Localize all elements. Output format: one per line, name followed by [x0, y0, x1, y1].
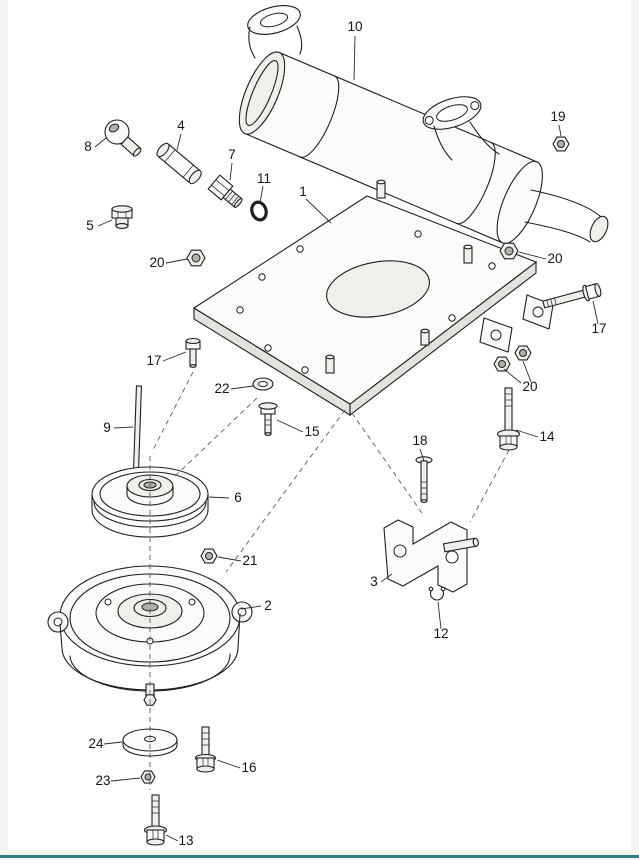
washer-24-shape	[122, 728, 178, 757]
callout-label-5: 5	[86, 218, 94, 233]
callout-label-17-left: 17	[146, 353, 161, 368]
nut-23-shape	[140, 770, 156, 784]
o-ring-shape	[250, 200, 268, 222]
callout-label-10: 10	[347, 19, 362, 34]
washer-22-shape	[252, 377, 274, 391]
bolt-13-shape	[143, 794, 168, 846]
callout-label-9: 9	[103, 420, 111, 435]
callout-label-20-lower-right: 20	[522, 379, 537, 394]
callout-label-23: 23	[95, 773, 110, 788]
callout-label-20-left: 20	[149, 255, 164, 270]
callout-label-2: 2	[264, 598, 272, 613]
callout-label-20-right: 20	[547, 251, 562, 266]
callout-label-22: 22	[214, 381, 229, 396]
callout-label-6: 6	[234, 490, 242, 505]
ball-joint-fitting-shape	[104, 119, 142, 157]
muffler-shape	[238, 5, 609, 244]
callout-label-21: 21	[242, 553, 257, 568]
nut-20-lower-right-shape	[493, 345, 532, 372]
exploded-parts-diagram: 10 19 8 4 7 11 5 1 20 20 20 17 17 22 15 …	[47, 5, 609, 848]
callout-label-8: 8	[84, 139, 92, 154]
spacer-tube-shape	[156, 142, 202, 185]
callout-label-18: 18	[412, 433, 427, 448]
callout-label-13: 13	[178, 833, 193, 848]
callout-label-3: 3	[370, 574, 378, 589]
callout-leader-lines	[94, 35, 599, 842]
stud-shape	[325, 179, 473, 374]
callout-label-16: 16	[241, 760, 256, 775]
bolt-16-shape	[194, 726, 217, 773]
callout-label-7: 7	[228, 147, 236, 162]
bolt-18-shape	[415, 456, 433, 503]
callout-label-1: 1	[299, 184, 307, 199]
clip-12-shape	[428, 586, 446, 601]
nut-21-shape	[200, 548, 218, 564]
nut-20-left-shape	[186, 249, 206, 267]
nut-20-right-shape	[499, 242, 519, 260]
bolt-15-shape	[258, 402, 278, 436]
callout-label-12: 12	[433, 626, 448, 641]
dashed-guide-lines	[149, 371, 510, 790]
bolt-17-left-shape	[185, 337, 201, 368]
footer-divider	[0, 855, 639, 858]
callout-label-14: 14	[539, 429, 555, 444]
mounting-plate-shape	[192, 179, 554, 417]
callout-label-4: 4	[177, 118, 185, 133]
bolt-17-right-shape	[542, 283, 602, 309]
callout-label-19: 19	[550, 109, 565, 124]
threaded-fitting-shape	[207, 174, 243, 208]
callout-labels: 10 19 8 4 7 11 5 1 20 20 20 17 17 22 15 …	[84, 19, 606, 848]
callout-label-15: 15	[304, 424, 319, 439]
plug-shape	[111, 205, 133, 229]
rod-9-shape	[132, 385, 143, 471]
callout-label-11: 11	[257, 171, 271, 186]
bracket-shape	[383, 519, 479, 593]
diagram-canvas: 10 19 8 4 7 11 5 1 20 20 20 17 17 22 15 …	[8, 0, 631, 850]
callout-label-24: 24	[88, 736, 104, 751]
nut-19-shape	[552, 136, 570, 152]
bolt-14-shape	[496, 387, 521, 451]
callout-label-17-right: 17	[591, 321, 606, 336]
